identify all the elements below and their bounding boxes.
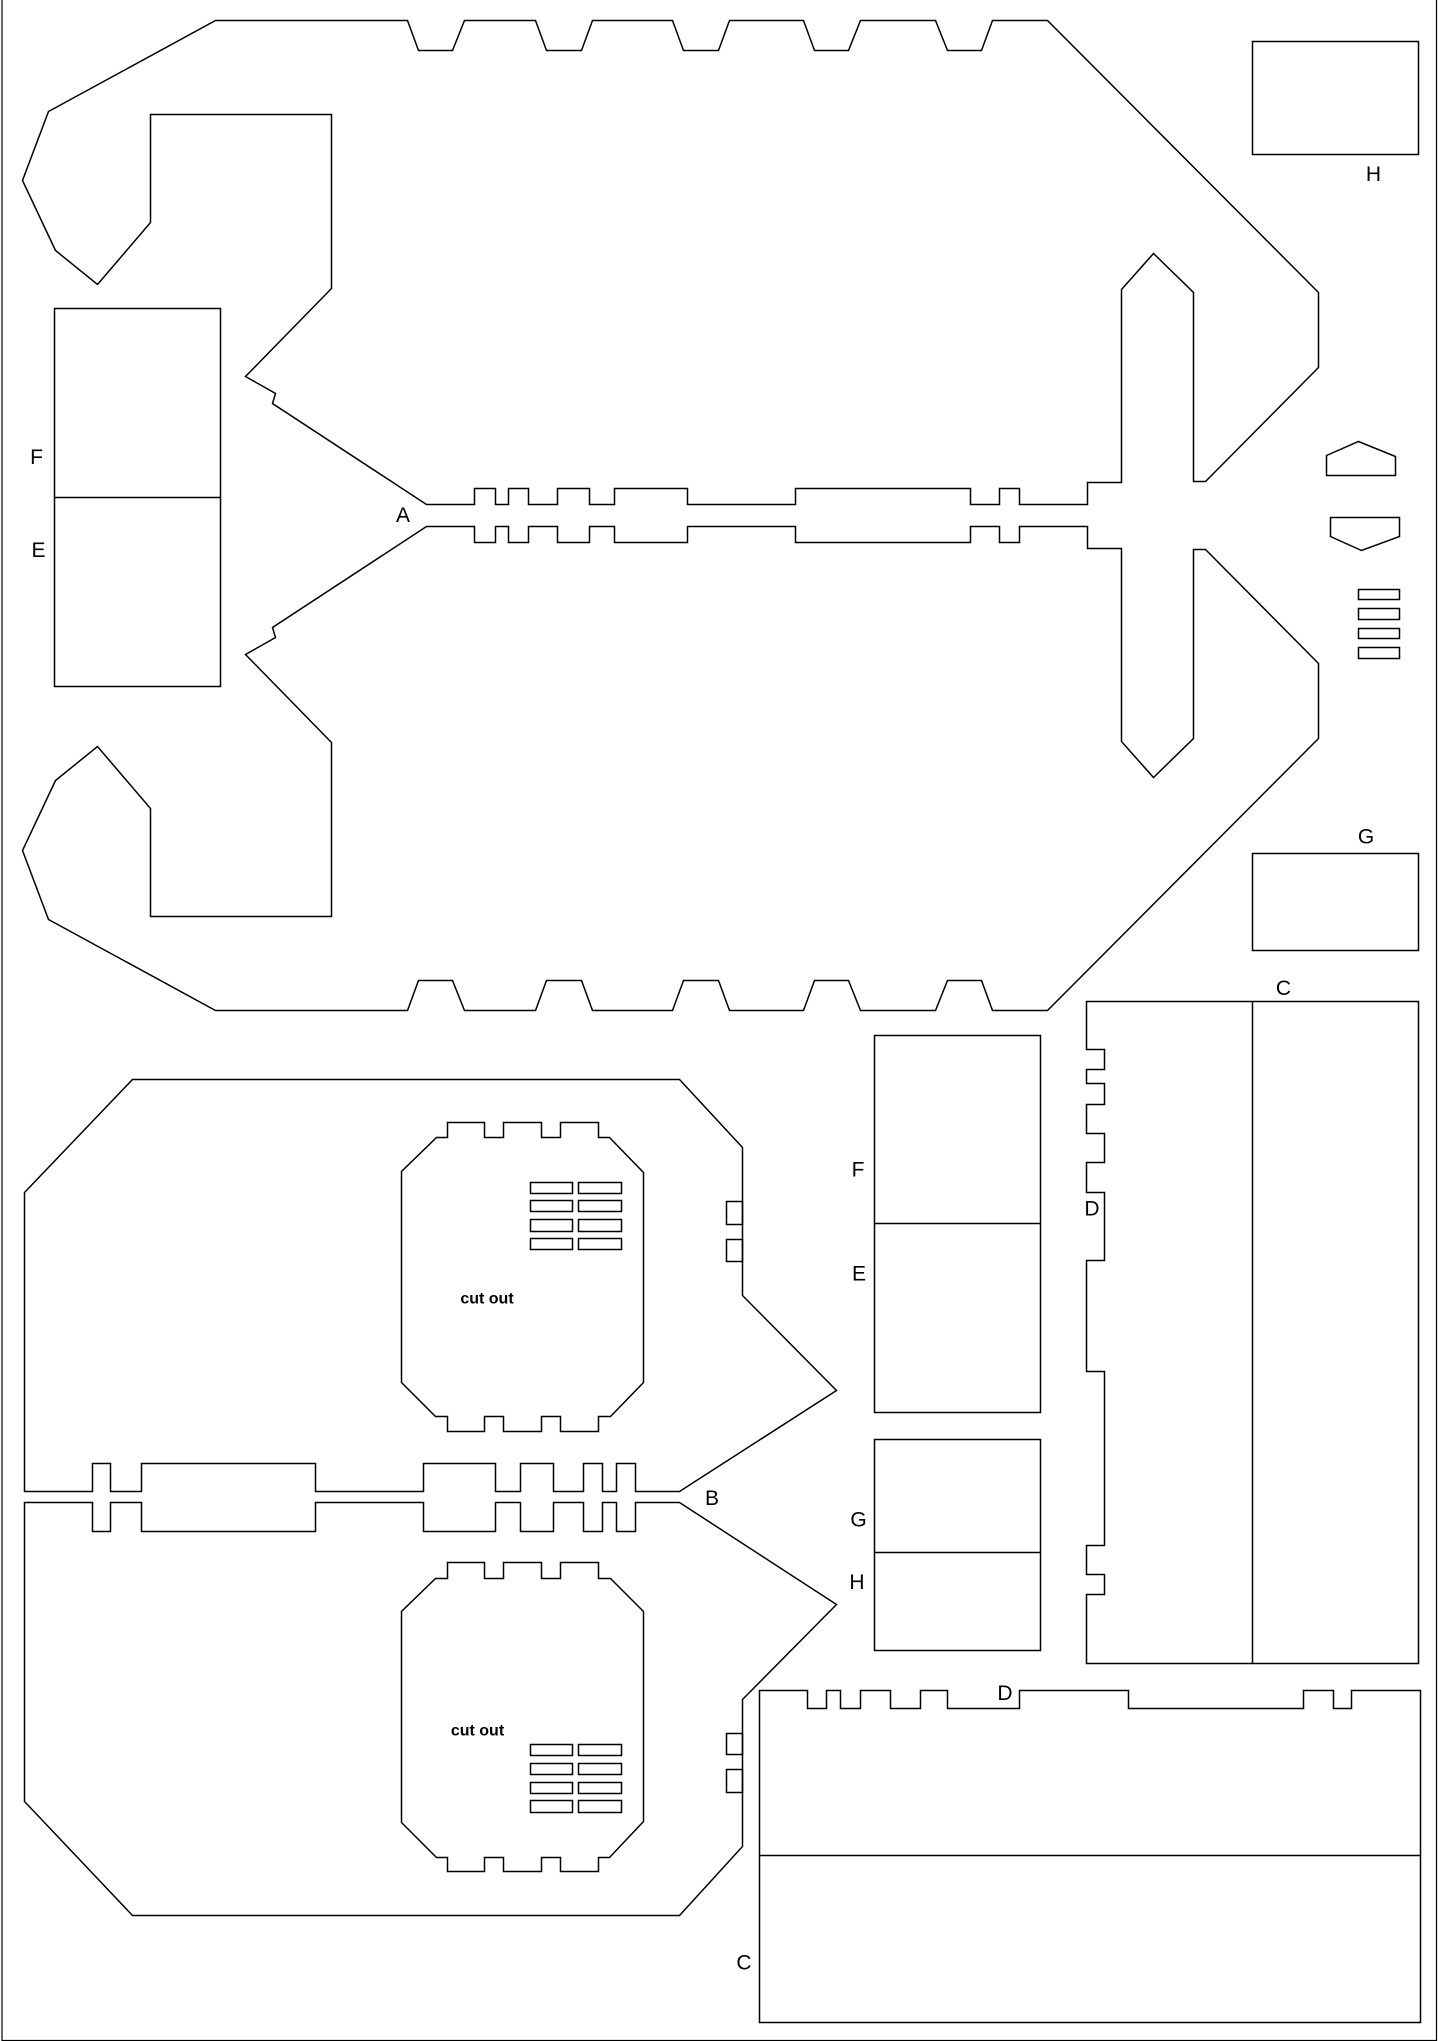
svg-text:cut out: cut out <box>460 1291 514 1308</box>
svg-text:B: B <box>705 1487 719 1510</box>
svg-text:E: E <box>31 539 45 562</box>
svg-text:G: G <box>1358 826 1374 849</box>
svg-text:cut out: cut out <box>451 1723 505 1740</box>
svg-text:D: D <box>997 1682 1012 1705</box>
svg-text:H: H <box>849 1571 864 1594</box>
svg-text:F: F <box>852 1159 865 1182</box>
svg-text:F: F <box>30 446 43 469</box>
svg-text:D: D <box>1084 1198 1099 1221</box>
svg-text:G: G <box>850 1509 866 1532</box>
svg-text:C: C <box>736 1952 751 1975</box>
svg-text:C: C <box>1276 977 1291 1000</box>
svg-text:H: H <box>1366 163 1381 186</box>
svg-text:E: E <box>852 1263 866 1286</box>
svg-text:A: A <box>396 504 410 527</box>
